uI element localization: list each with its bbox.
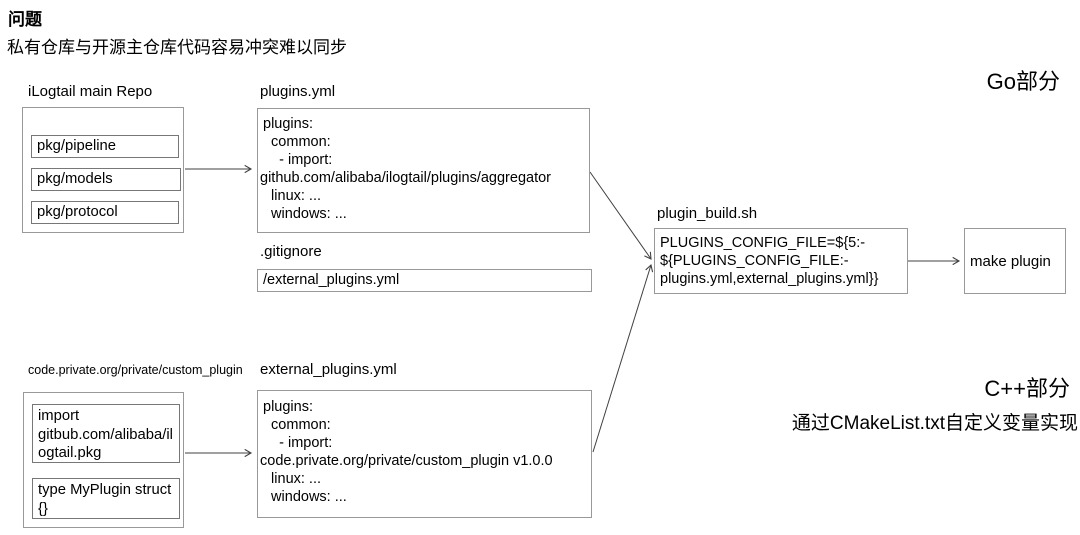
main-repo-item-pipeline: pkg/pipeline [31, 135, 179, 158]
make-plugin-box: make plugin [964, 228, 1066, 294]
plugins-yml-box: plugins: common: - import: github.com/al… [257, 108, 590, 233]
plugin-build-line: PLUGINS_CONFIG_FILE=${5:- [660, 235, 866, 251]
section-label-go: Go部分 [986, 69, 1060, 94]
external-yml-line: windows: ... [263, 489, 347, 505]
external-yml-label: external_plugins.yml [260, 361, 397, 378]
arrow-pluginsyml-to-pluginbuild [589, 171, 652, 260]
arrow-externalyml-to-pluginbuild [592, 263, 654, 453]
plugins-yml-label: plugins.yml [260, 83, 336, 100]
external-yml-line: plugins: [263, 399, 313, 415]
external-yml-line: common: [263, 417, 331, 433]
make-plugin-text: make plugin [970, 252, 1051, 270]
plugin-build-label: plugin_build.sh [657, 205, 758, 222]
plugins-yml-line: - import: [263, 152, 333, 168]
page-subtitle: 私有仓库与开源主仓库代码容易冲突难以同步 [7, 38, 347, 57]
gitignore-box: /external_plugins.yml [257, 269, 592, 292]
external-yml-line: linux: ... [263, 471, 322, 487]
main-repo-item-protocol: pkg/protocol [31, 201, 179, 224]
plugins-yml-line: linux: ... [263, 188, 322, 204]
main-repo-box: pkg/pipeline pkg/models pkg/protocol [22, 107, 184, 233]
section-note-cpp: 通过CMakeList.txt自定义变量实现 [791, 413, 1078, 434]
custom-repo-box: import gitbub.com/alibaba/ilogtail.pkg t… [23, 392, 184, 528]
external-yml-box: plugins: common: - import: code.private.… [257, 390, 592, 518]
section-label-cpp: C++部分 [984, 376, 1070, 401]
page-title: 问题 [8, 10, 42, 29]
plugins-yml-line: windows: ... [263, 206, 347, 222]
plugin-build-line: ${PLUGINS_CONFIG_FILE:- [660, 253, 849, 269]
external-yml-line: - import: [263, 435, 333, 451]
plugins-yml-line: github.com/alibaba/ilogtail/plugins/aggr… [260, 170, 551, 186]
custom-repo-item-import: import gitbub.com/alibaba/ilogtail.pkg [32, 404, 180, 463]
custom-repo-label: code.private.org/private/custom_plugin [28, 363, 243, 377]
custom-repo-item-struct: type MyPlugin struct {} [32, 478, 180, 519]
gitignore-label: .gitignore [260, 243, 322, 260]
external-yml-line: code.private.org/private/custom_plugin v… [260, 453, 553, 469]
plugins-yml-line: common: [263, 134, 331, 150]
main-repo-item-models: pkg/models [31, 168, 181, 191]
plugins-yml-line: plugins: [263, 116, 313, 132]
plugin-build-line: plugins.yml,external_plugins.yml}} [660, 271, 879, 287]
main-repo-label: iLogtail main Repo [28, 83, 153, 100]
plugin-build-box: PLUGINS_CONFIG_FILE=${5:- ${PLUGINS_CONF… [654, 228, 908, 294]
